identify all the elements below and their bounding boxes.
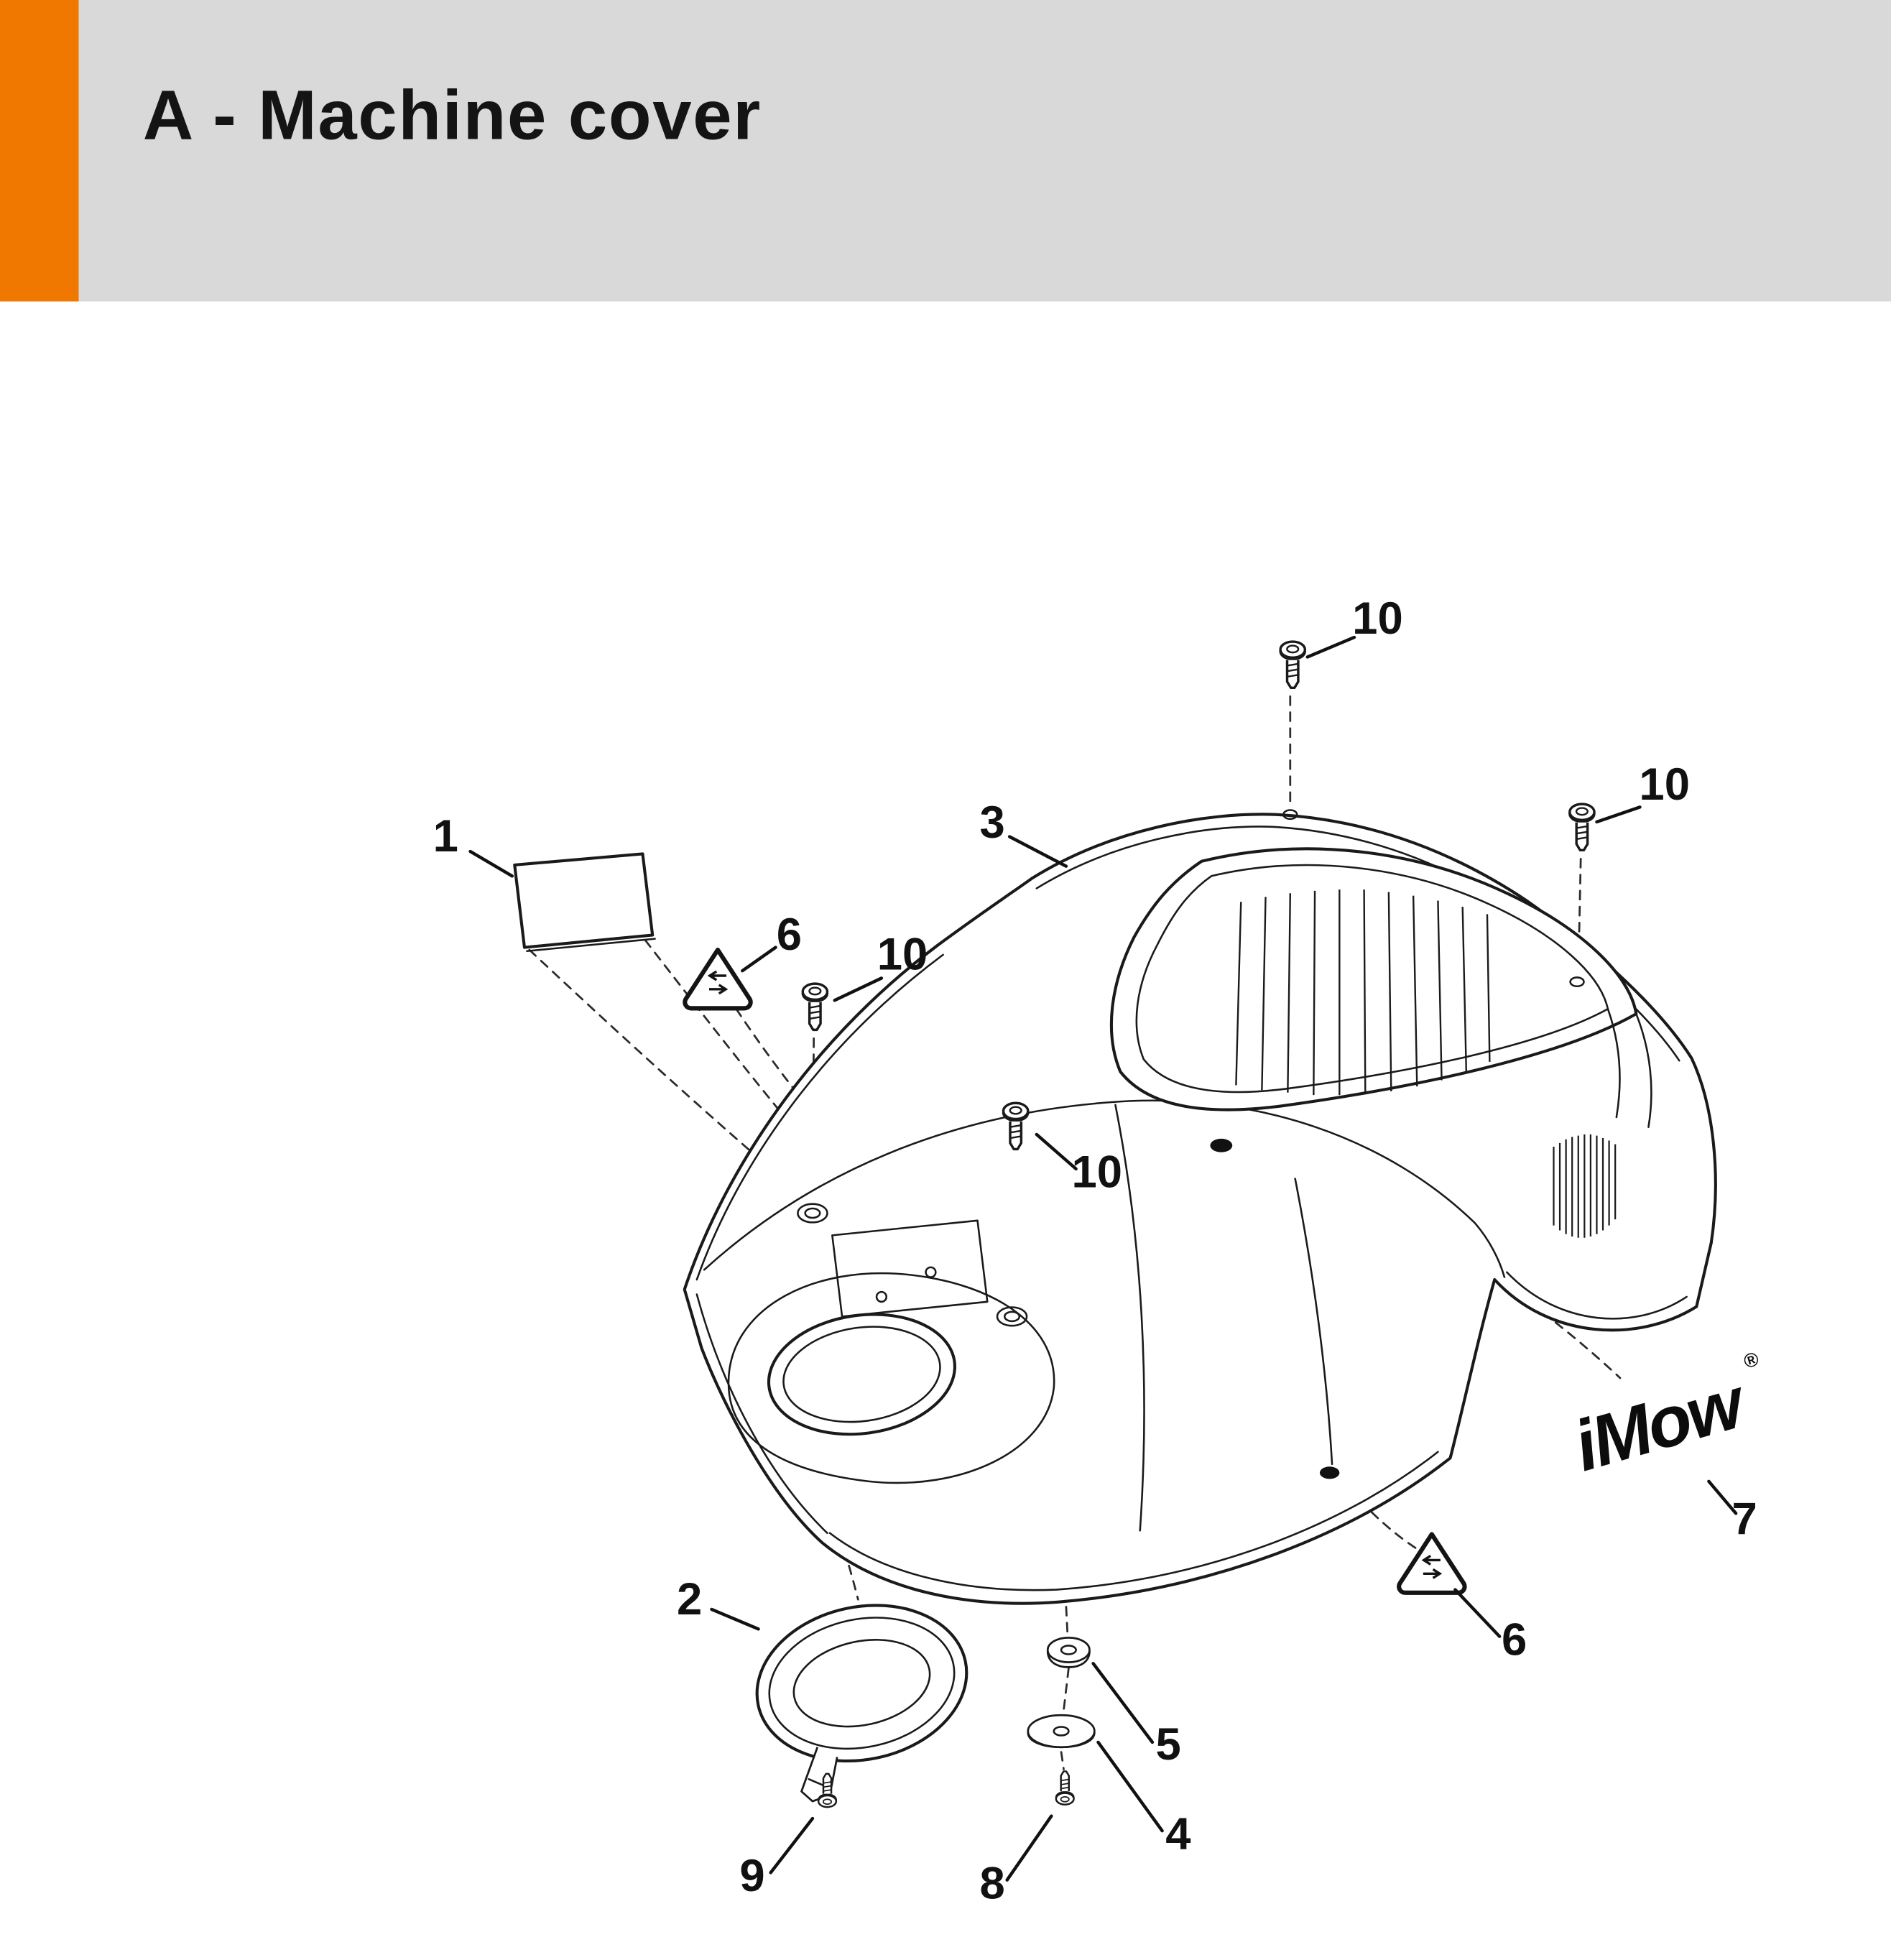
mounting-plate [831, 1219, 989, 1318]
callout-8: 8 [979, 1858, 1004, 1908]
warning-triangle-icon-left [685, 950, 750, 1008]
rear-vent-grille [1553, 1134, 1617, 1238]
handle-opening [1109, 847, 1638, 1111]
part-4-washer [1027, 1714, 1096, 1749]
screw-8-icon [1055, 1770, 1075, 1806]
callout-10-top: 10 [1352, 593, 1403, 644]
machine-cover-drawing [683, 809, 1717, 1605]
callout-10-mid: 10 [1072, 1147, 1123, 1198]
callout-10-right: 10 [1639, 759, 1690, 810]
part-5-washer [1046, 1636, 1091, 1668]
callout-9: 9 [739, 1851, 764, 1901]
part-2-lid [755, 1604, 968, 1803]
callout-numbers: 1 2 3 4 5 6 6 7 8 9 10 10 10 10 [433, 593, 1757, 1908]
part-1-label [513, 852, 656, 953]
handle-grille-slats [1235, 889, 1491, 1096]
callout-7: 7 [1732, 1494, 1757, 1544]
screw-10-left-icon [801, 982, 829, 1032]
callout-4: 4 [1165, 1809, 1190, 1859]
screw-hole-left [797, 1203, 828, 1224]
wheel-arch [1506, 1271, 1688, 1320]
callout-10-left: 10 [877, 929, 928, 979]
sticker-dot-top [1210, 1138, 1233, 1152]
callout-3: 3 [979, 798, 1004, 848]
leader-lines [468, 635, 1738, 1882]
callout-6-left: 6 [777, 910, 802, 960]
callout-5: 5 [1156, 1719, 1181, 1770]
front-recess-panel [727, 1272, 1055, 1484]
screw-hole-rear [1569, 976, 1585, 988]
callout-6-right: 6 [1502, 1614, 1527, 1665]
sticker-dot-side [1319, 1466, 1340, 1479]
imow-logo-text: iMow [1566, 1362, 1756, 1487]
page-title: A - Machine cover [143, 76, 762, 154]
screw-hole-top [1282, 809, 1298, 820]
header-band [78, 0, 1891, 302]
screw-hole-right [996, 1306, 1028, 1327]
accent-bar [0, 0, 79, 302]
callout-2: 2 [677, 1574, 702, 1624]
callout-1: 1 [433, 811, 458, 861]
screw-10-top-icon [1279, 640, 1307, 689]
page-header: A - Machine cover [0, 0, 1891, 302]
imow-logo-registered-mark: ® [1741, 1347, 1762, 1373]
screw-10-right-icon [1568, 803, 1596, 852]
part-7-imow-logo: iMow ® [1566, 1347, 1762, 1487]
